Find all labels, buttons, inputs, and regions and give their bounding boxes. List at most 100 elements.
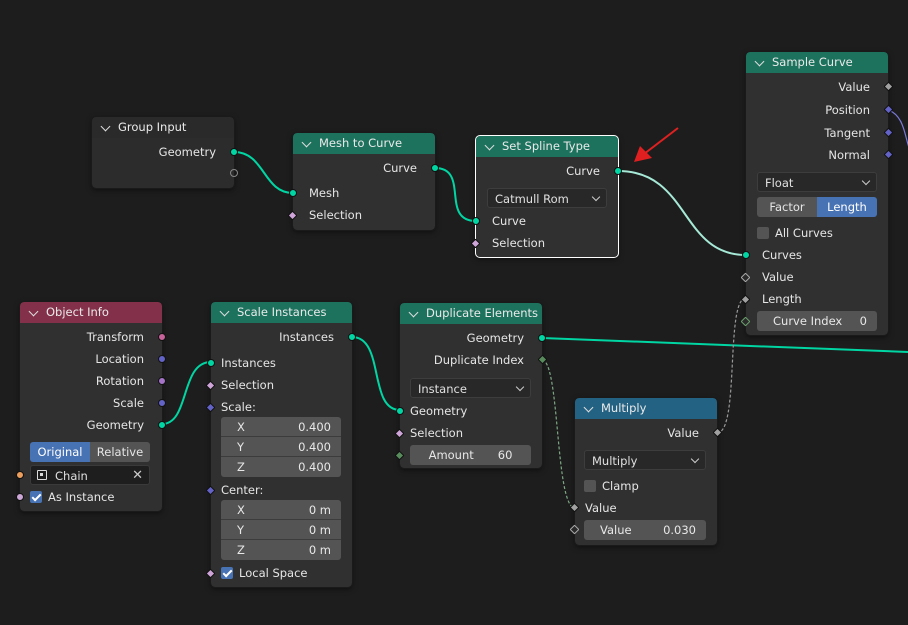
- output-scale-label: Scale: [113, 396, 144, 410]
- duplicate-elements-header[interactable]: Duplicate Elements: [400, 303, 542, 324]
- multiply-node[interactable]: Multiply Value Multiply Clamp Value Valu…: [569, 397, 723, 546]
- geometry-output-socket-icon[interactable]: [538, 334, 546, 342]
- scale-instances-header[interactable]: Scale Instances: [211, 302, 352, 323]
- instances-output-socket-icon[interactable]: [348, 333, 356, 341]
- input-selection-label: Selection: [492, 236, 545, 250]
- geometry-input-socket-icon[interactable]: [396, 407, 404, 415]
- clamp-checkbox-row[interactable]: Clamp: [575, 475, 717, 497]
- object-input-socket-icon[interactable]: [16, 471, 24, 479]
- input-selection-label: Selection: [410, 426, 463, 440]
- node-title: Set Spline Type: [502, 139, 590, 153]
- spline-type-dropdown[interactable]: Catmull Rom: [487, 188, 607, 208]
- scale-label: Scale:: [221, 400, 256, 414]
- clamp-label: Clamp: [602, 479, 639, 493]
- transform-space-control[interactable]: Original Relative: [30, 442, 150, 462]
- output-location-label: Location: [95, 352, 144, 366]
- collapse-chevron-icon[interactable]: [100, 121, 111, 131]
- data-type-dropdown[interactable]: Float: [757, 172, 877, 192]
- axis-value: 0.400: [298, 440, 331, 454]
- sample-curve-header[interactable]: Sample Curve: [746, 52, 888, 73]
- checkbox-checked-icon[interactable]: [221, 567, 233, 579]
- wire-index-to-multiply: [541, 359, 576, 509]
- center-z-field[interactable]: Z 0 m: [221, 540, 341, 560]
- output-tangent-label: Tangent: [824, 126, 870, 140]
- empty-socket-icon[interactable]: [230, 169, 238, 177]
- curve-output-socket-icon[interactable]: [431, 164, 439, 172]
- group-input-node[interactable]: Group Input Geometry: [91, 116, 238, 189]
- output-normal-label: Normal: [828, 148, 870, 162]
- mode-segmented-control[interactable]: Factor Length: [757, 197, 877, 217]
- collapse-chevron-icon[interactable]: [583, 402, 594, 412]
- collapse-chevron-icon[interactable]: [28, 306, 39, 316]
- scale-output-socket-icon[interactable]: [158, 399, 166, 407]
- node-title: Group Input: [118, 120, 187, 134]
- mode-length-button[interactable]: Length: [817, 197, 877, 217]
- input-curves-label: Curves: [762, 248, 802, 262]
- multiply-header[interactable]: Multiply: [575, 398, 717, 419]
- instances-input-socket-icon[interactable]: [207, 359, 215, 367]
- axis-label: Z: [237, 543, 245, 557]
- collapse-chevron-icon[interactable]: [219, 306, 230, 316]
- operation-dropdown[interactable]: Multiply: [584, 450, 706, 470]
- curve-input-socket-icon[interactable]: [472, 217, 480, 225]
- local-space-checkbox-row[interactable]: Local Space: [211, 562, 352, 584]
- chevron-down-icon: [515, 382, 525, 392]
- node-title: Duplicate Elements: [426, 306, 539, 320]
- mesh-input-socket-icon[interactable]: [289, 189, 297, 197]
- curve-index-socket-icon[interactable]: [740, 316, 751, 327]
- node-title: Multiply: [601, 401, 647, 415]
- set-spline-type-header[interactable]: Set Spline Type: [476, 136, 618, 157]
- transform-output-socket-icon[interactable]: [158, 333, 166, 341]
- output-value-label: Value: [667, 426, 699, 440]
- output-value-label: Value: [838, 80, 870, 94]
- sample-curve-node[interactable]: Sample Curve Value Position Tangent Norm…: [740, 51, 894, 336]
- amount-socket-icon[interactable]: [394, 450, 405, 461]
- space-relative-button[interactable]: Relative: [90, 442, 150, 462]
- set-spline-type-node[interactable]: Set Spline Type Curve Catmull Rom Curve …: [470, 135, 622, 258]
- object-info-header[interactable]: Object Info: [20, 302, 162, 323]
- scale-instances-node[interactable]: Scale Instances Instances Instances Sele…: [205, 301, 356, 588]
- curves-input-socket-icon[interactable]: [742, 251, 750, 259]
- duplicate-elements-node[interactable]: Duplicate Elements Geometry Duplicate In…: [394, 302, 548, 469]
- checkbox-checked-icon[interactable]: [30, 491, 42, 503]
- collapse-chevron-icon[interactable]: [301, 137, 312, 147]
- axis-value: 0 m: [308, 543, 331, 557]
- geometry-output-socket-icon[interactable]: [158, 421, 166, 429]
- chevron-down-icon: [690, 454, 700, 464]
- domain-dropdown[interactable]: Instance: [410, 378, 531, 398]
- checkbox-icon[interactable]: [584, 480, 596, 492]
- local-space-label: Local Space: [239, 566, 308, 580]
- checkbox-icon[interactable]: [757, 227, 769, 239]
- curve-output-socket-icon[interactable]: [614, 167, 622, 175]
- object-picker-field[interactable]: Chain✕: [30, 465, 150, 485]
- clear-x-icon[interactable]: ✕: [132, 468, 143, 483]
- mesh-to-curve-node[interactable]: Mesh to Curve Curve Mesh Selection: [287, 132, 439, 231]
- wire-spline-to-sample: [617, 170, 747, 256]
- as-instance-socket-icon[interactable]: [16, 493, 24, 501]
- collapse-chevron-icon[interactable]: [408, 307, 419, 317]
- all-curves-checkbox-row[interactable]: All Curves: [746, 222, 888, 244]
- space-original-button[interactable]: Original: [30, 442, 90, 462]
- location-output-socket-icon[interactable]: [158, 355, 166, 363]
- input-instances-label: Instances: [221, 356, 276, 370]
- collapse-chevron-icon[interactable]: [754, 56, 765, 66]
- mesh-to-curve-header[interactable]: Mesh to Curve: [293, 133, 435, 154]
- mode-factor-button[interactable]: Factor: [757, 197, 817, 217]
- input-mesh-label: Mesh: [309, 186, 340, 200]
- rotation-output-socket-icon[interactable]: [158, 377, 166, 385]
- chevron-down-icon: [591, 192, 601, 202]
- as-instance-checkbox-row[interactable]: As Instance: [20, 486, 162, 508]
- geometry-socket-icon[interactable]: [230, 148, 238, 156]
- collapse-chevron-icon[interactable]: [484, 140, 495, 150]
- object-info-node[interactable]: Object Info Transform Location Rotation …: [16, 301, 166, 512]
- group-input-header[interactable]: Group Input: [92, 117, 234, 138]
- value2-input-socket-icon[interactable]: [569, 524, 580, 535]
